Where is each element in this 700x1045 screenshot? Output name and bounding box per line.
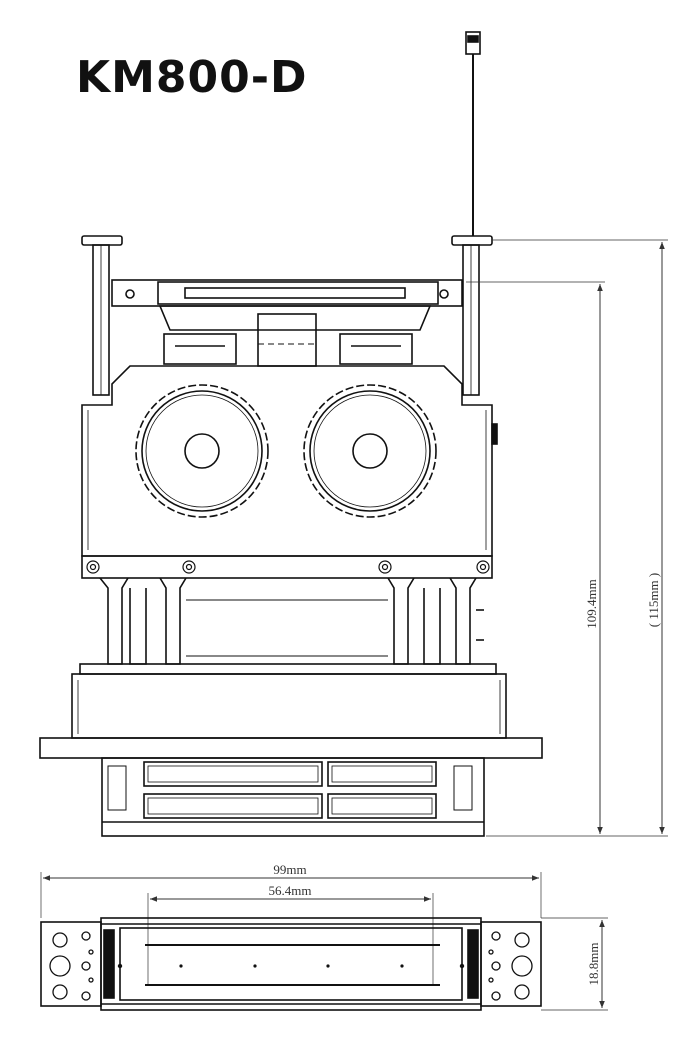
left-guide-post <box>81 235 123 396</box>
dim-rail-width: 56.4mm <box>269 883 312 898</box>
dim-body-height: 109.4mm <box>584 579 599 628</box>
front-dimensions <box>466 239 668 837</box>
front-view <box>39 31 543 837</box>
dim-depth: 18.8mm <box>586 943 601 986</box>
support-legs <box>99 577 484 665</box>
top-view <box>40 917 542 1011</box>
right-guide-post <box>451 235 493 396</box>
connector-slots <box>143 761 437 819</box>
right-speaker <box>303 384 437 518</box>
left-speaker <box>135 384 269 518</box>
depth-dimension <box>541 917 608 1011</box>
width-dimensions <box>40 872 542 985</box>
cable-connector <box>465 31 481 236</box>
dim-total-height: ( 115mm ) <box>646 573 661 627</box>
drawing-title: KM800-D <box>76 52 308 103</box>
dim-total-width: 99mm <box>273 862 306 877</box>
